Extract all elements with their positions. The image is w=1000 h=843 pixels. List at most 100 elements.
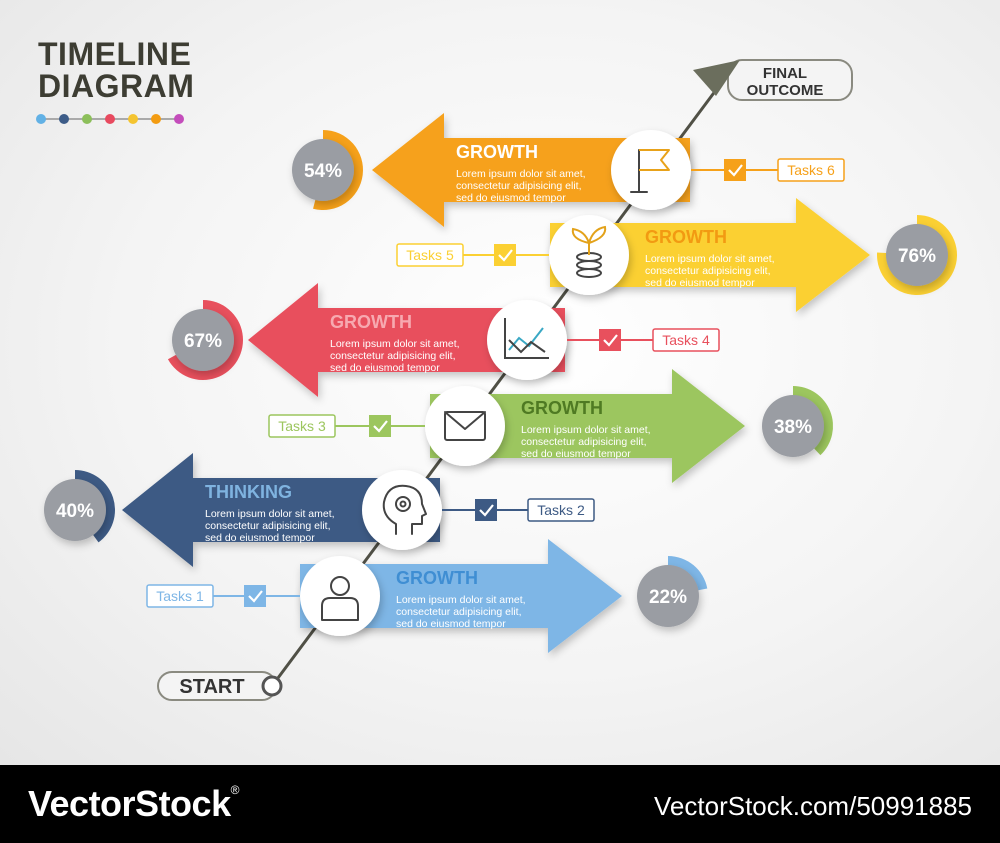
- task-box: [146, 584, 214, 608]
- step-body-line: Lorem ipsum dolor sit amet,: [521, 424, 651, 436]
- step-arrow: [430, 369, 745, 483]
- step-arrow: [248, 283, 565, 397]
- start-marker: START: [157, 671, 283, 701]
- checkmark-icon: [728, 164, 743, 177]
- timeline-step-1: GROWTH Lorem ipsum dolor sit amet,consect…: [146, 539, 708, 653]
- step-heading: GROWTH: [330, 312, 412, 332]
- percent-circle: [292, 139, 354, 201]
- image-id: VectorStock.com/50991885: [654, 791, 972, 821]
- step-arrow: [372, 113, 690, 227]
- percent-label: 67%: [184, 331, 222, 352]
- step-body-line: sed do eiusmod tempor: [645, 277, 755, 289]
- step-arrow: [300, 539, 622, 653]
- step-task: Tasks 4: [567, 328, 720, 352]
- percent-circle: [172, 309, 234, 371]
- step-heading: GROWTH: [521, 398, 603, 418]
- percent-circle: [44, 479, 106, 541]
- step-body-line: sed do eiusmod tempor: [330, 362, 440, 374]
- step-task: Tasks 2: [442, 498, 595, 522]
- title-dot: [105, 114, 115, 124]
- percent-label: 40%: [56, 501, 94, 522]
- footer-bar: VectorStock® VectorStock.com/50991885: [0, 765, 1000, 843]
- step-body-line: sed do eiusmod tempor: [396, 618, 506, 630]
- step-body-line: Lorem ipsum dolor sit amet,: [456, 168, 586, 180]
- step-icon-circle: [425, 386, 505, 466]
- task-box: [396, 243, 464, 267]
- task-checkbox: [599, 329, 621, 351]
- title-dot: [36, 114, 46, 124]
- step-body-line: consectetur adipisicing elit,: [396, 606, 521, 618]
- final-label-line-1: FINAL: [763, 65, 807, 82]
- task-label: Tasks 6: [787, 162, 835, 178]
- person-icon: [321, 576, 359, 621]
- step-body-line: Lorem ipsum dolor sit amet,: [330, 338, 460, 350]
- head-gear-icon: [382, 484, 427, 535]
- task-box: [652, 328, 720, 352]
- step-percent: 54%: [292, 130, 363, 210]
- step-task: Tasks 1: [146, 584, 300, 608]
- final-label-line-2: OUTCOME: [747, 82, 824, 99]
- task-box: [527, 498, 595, 522]
- percent-label: 38%: [774, 417, 812, 438]
- step-heading: GROWTH: [456, 142, 538, 162]
- final-pill: [727, 59, 853, 101]
- step-percent: 76%: [877, 215, 957, 295]
- timeline-step-4: GROWTH Lorem ipsum dolor sit amet,consect…: [167, 283, 720, 397]
- step-heading: THINKING: [205, 482, 292, 502]
- step-body-line: sed do eiusmod tempor: [205, 532, 315, 544]
- task-checkbox: [724, 159, 746, 181]
- task-checkbox: [369, 415, 391, 437]
- percent-circle: [637, 565, 699, 627]
- task-label: Tasks 4: [662, 332, 710, 348]
- task-checkbox: [494, 244, 516, 266]
- checkmark-icon: [479, 504, 494, 517]
- step-body-line: Lorem ipsum dolor sit amet,: [645, 253, 775, 265]
- title-dot: [128, 114, 138, 124]
- step-body-line: Lorem ipsum dolor sit amet,: [396, 594, 526, 606]
- step-task: Tasks 5: [396, 243, 549, 267]
- title-dot: [174, 114, 184, 124]
- checkmark-icon: [498, 249, 513, 262]
- step-heading: GROWTH: [396, 568, 478, 588]
- task-box: [777, 158, 845, 182]
- task-checkbox: [244, 585, 266, 607]
- chart-trend-icon: [504, 318, 549, 359]
- step-body-line: consectetur adipisicing elit,: [456, 180, 581, 192]
- percent-label: 54%: [304, 161, 342, 182]
- coins-plant-icon: [571, 225, 607, 278]
- step-arrow: [122, 453, 440, 567]
- step-body-line: Lorem ipsum dolor sit amet,: [205, 508, 335, 520]
- task-box: [268, 414, 336, 438]
- step-body-line: consectetur adipisicing elit,: [330, 350, 455, 362]
- percent-label: 22%: [649, 587, 687, 608]
- step-body-line: sed do eiusmod tempor: [521, 448, 631, 460]
- flag-icon: [630, 149, 670, 193]
- task-label: Tasks 2: [537, 502, 585, 518]
- checkmark-icon: [248, 590, 263, 603]
- checkmark-icon: [603, 334, 618, 347]
- task-label: Tasks 1: [156, 588, 204, 604]
- brand-name: VectorStock: [28, 783, 231, 824]
- step-body-line: consectetur adipisicing elit,: [521, 436, 646, 448]
- percent-circle: [762, 395, 824, 457]
- timeline-step-6: GROWTH Lorem ipsum dolor sit amet,consect…: [292, 113, 845, 227]
- title-line-1: TIMELINE: [38, 36, 192, 72]
- step-task: Tasks 6: [691, 158, 845, 182]
- step-percent: 67%: [167, 300, 244, 381]
- title-line-2: DIAGRAM: [38, 68, 195, 104]
- task-label: Tasks 3: [278, 418, 326, 434]
- step-body-line: sed do eiusmod tempor: [456, 192, 566, 204]
- title-dot: [151, 114, 161, 124]
- percent-circle: [886, 224, 948, 286]
- step-icon-circle: [487, 300, 567, 380]
- timeline-step-3: GROWTH Lorem ipsum dolor sit amet,consect…: [268, 369, 834, 483]
- task-label: Tasks 5: [406, 247, 454, 263]
- task-checkbox: [475, 499, 497, 521]
- start-label: START: [179, 676, 244, 698]
- title-dot: [82, 114, 92, 124]
